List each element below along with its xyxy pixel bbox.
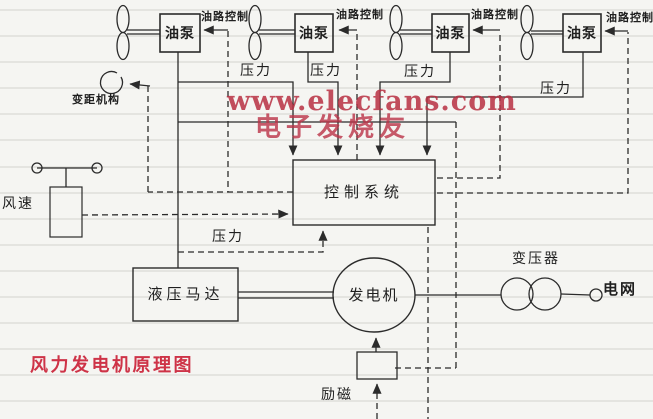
- oil-control-label: 油路控制: [471, 9, 519, 21]
- control-system-box: [292, 159, 436, 226]
- hydraulic-motor-box: [132, 267, 239, 322]
- oil-pump-label: 油泵: [165, 25, 195, 41]
- excitation-box: [356, 351, 398, 380]
- oil-control-arrow: [203, 25, 628, 36]
- pressure-label: 压力: [310, 62, 342, 78]
- diagram-title: 风力发电机原理图: [30, 355, 194, 375]
- oil-control-label: 油路控制: [606, 12, 653, 24]
- pitch-mechanism-label: 变距机构: [72, 94, 120, 106]
- grid-terminal-icon: [589, 288, 603, 302]
- wind-speed-label: 风速: [2, 195, 34, 211]
- hydraulic-motor-label: 液压马达: [147, 286, 224, 303]
- wind-turbine-blades-icon: [116, 4, 160, 61]
- pitch-rotation-icon: [99, 70, 124, 95]
- pressure-label: 压力: [540, 80, 572, 96]
- wind-speed-signal-line: [81, 209, 289, 219]
- control-system-label: 控制系统: [323, 184, 404, 201]
- wind-turbine-blades-icon: [248, 4, 295, 61]
- anemometer-icon: [31, 162, 103, 238]
- pressure-label: 压力: [404, 63, 436, 79]
- transformer-grid-line: [560, 293, 591, 296]
- oil-control-label: 油路控制: [201, 11, 249, 23]
- excitation-signal-line: [372, 122, 457, 419]
- wind-turbine-blades-icon: [520, 4, 563, 61]
- oil-pump-box: [294, 13, 334, 53]
- transformer-icon: [500, 277, 562, 311]
- oil-pump-box: [159, 13, 201, 53]
- watermark-url: www.elecfans.com: [227, 86, 517, 117]
- pitch-control-arrow: [129, 80, 151, 90]
- watermark-brand: 电子发烧友: [255, 112, 411, 142]
- excitation-label: 励磁: [321, 386, 353, 402]
- oil-control-label: 油路控制: [336, 9, 384, 21]
- transformer-label: 变压器: [512, 250, 560, 266]
- oil-pump-label: 油泵: [299, 25, 329, 41]
- drive-shaft: [238, 291, 334, 299]
- ruled-paper-lines: [0, 9, 653, 402]
- pressure-label: 压力: [240, 62, 272, 78]
- generator-label: 发电机: [348, 286, 400, 304]
- wind-turbine-blades-icon: [389, 4, 432, 61]
- oil-pump-label: 油泵: [435, 25, 466, 41]
- pressure-signal-line: [178, 52, 584, 253]
- grid-label: 电网: [603, 281, 638, 298]
- oil-control-signal-line: [148, 31, 629, 194]
- oil-pump-label: 油泵: [567, 25, 597, 41]
- oil-pump-box: [562, 13, 602, 53]
- pressure-label: 压力: [212, 228, 244, 244]
